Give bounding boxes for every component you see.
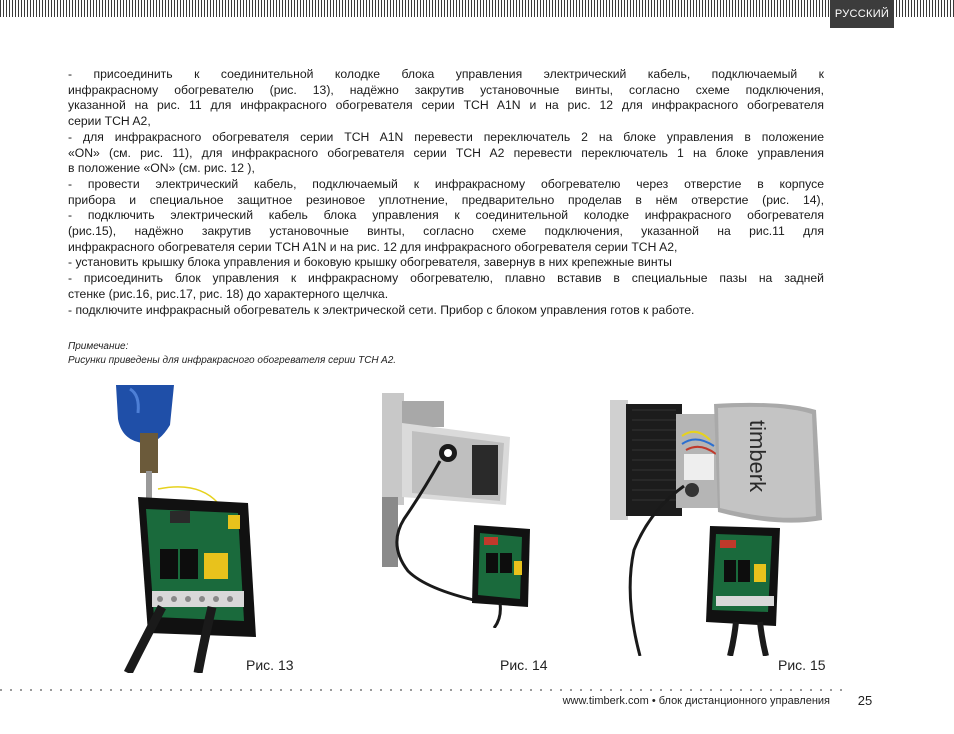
language-tab: РУССКИЙ (830, 0, 894, 28)
instruction-line: - подключите инфракрасный обогреватель к… (68, 302, 695, 317)
instruction-line: инфракрасного обогревателя серии TCH A1N… (68, 239, 678, 254)
note-block: Примечание: Рисунки приведены для инфрак… (68, 340, 568, 367)
figure-14-photo (382, 393, 534, 628)
instruction-line: - провести электрический кабель, подключ… (68, 176, 824, 191)
figure-15-caption: Рис. 15 (778, 657, 826, 673)
instructions-text: - присоединить к соединительной колодке … (68, 67, 824, 318)
instruction-line: - подключить электрический кабель блока … (68, 208, 824, 223)
heater-brand-logo: timberk (745, 420, 770, 493)
figure-14-caption: Рис. 14 (500, 657, 548, 673)
figure-13-caption: Рис. 13 (246, 657, 294, 673)
instruction-line: прибора и специальное защитное резиновое… (68, 192, 824, 207)
page-number: 25 (857, 693, 873, 708)
figure-13-photo (108, 385, 260, 673)
note-text: Рисунки приведены для инфракрасного обог… (68, 354, 397, 366)
instruction-line: - для инфракрасного обогревателя серии T… (68, 129, 824, 144)
header-dotted-rule-right (896, 0, 954, 17)
instruction-line: - присоединить к соединительной колодке … (68, 67, 824, 81)
footer-site: www.timberk.com • блок дистанционного уп… (562, 695, 830, 707)
instruction-line: стенке (рис.16, рис.17, рис. 18) до хара… (68, 286, 389, 301)
header-dotted-rule (0, 0, 830, 17)
instruction-line: инфракрасному обогревателю (рис. 13), на… (68, 82, 824, 97)
instruction-line: «ON» (см. рис. 11), для инфракрасного об… (68, 145, 824, 160)
footer-dotted-rule (0, 689, 850, 691)
instruction-line: серии TCH A2, (68, 114, 151, 129)
instruction-line: - установить крышку блока управления и б… (68, 255, 672, 270)
instruction-line: в положение «ON» (см. рис. 12 ), (68, 161, 255, 176)
instruction-line: (рис.15), надёжно закрутив установочные … (68, 224, 824, 239)
note-label: Примечание: (68, 341, 129, 352)
language-label: РУССКИЙ (834, 8, 890, 20)
instruction-line: указанной на рис. 11 для инфракрасного о… (68, 98, 824, 113)
instruction-line: - присоединить блок управления к инфракр… (68, 271, 824, 286)
figure-15-photo: timberk (610, 400, 832, 656)
